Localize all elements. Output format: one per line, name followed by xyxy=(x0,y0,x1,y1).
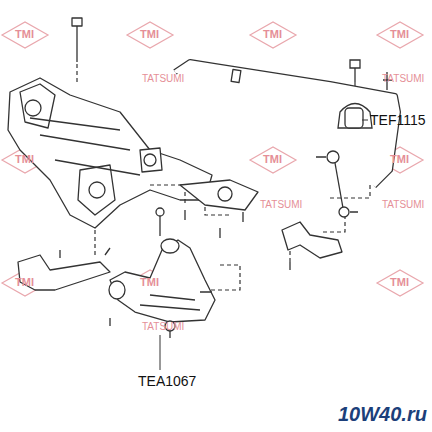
watermark: TMI xyxy=(15,154,34,165)
watermark: TATSUMI xyxy=(142,74,184,84)
control-arm xyxy=(109,208,215,338)
watermark: TMI xyxy=(15,29,34,40)
subframe xyxy=(8,18,212,228)
plate-bracket xyxy=(180,180,258,238)
watermark-diamonds xyxy=(2,22,423,296)
lower-bracket xyxy=(282,222,342,270)
leader-lines xyxy=(160,120,368,370)
part-number: TEA1067 xyxy=(138,374,196,388)
stabilizer-bar xyxy=(175,62,398,186)
watermark: TMI xyxy=(140,277,159,288)
watermark: TMI xyxy=(15,277,34,288)
watermark: TMI xyxy=(263,154,282,165)
stabilizer-link xyxy=(316,151,358,217)
watermark: TMI xyxy=(390,29,409,40)
watermark: TATSUMI xyxy=(382,74,424,84)
watermark: TATSUMI xyxy=(260,200,302,210)
watermark: TMI xyxy=(390,277,409,288)
watermark: TMI xyxy=(263,29,282,40)
site-logo: 10W40.ru xyxy=(338,404,427,424)
watermark: TATSUMI xyxy=(142,322,184,332)
watermark: TMI xyxy=(140,29,159,40)
watermark: TATSUMI xyxy=(382,200,424,210)
part-number: TEF1115 xyxy=(370,113,426,127)
watermark: TMI xyxy=(390,154,409,165)
